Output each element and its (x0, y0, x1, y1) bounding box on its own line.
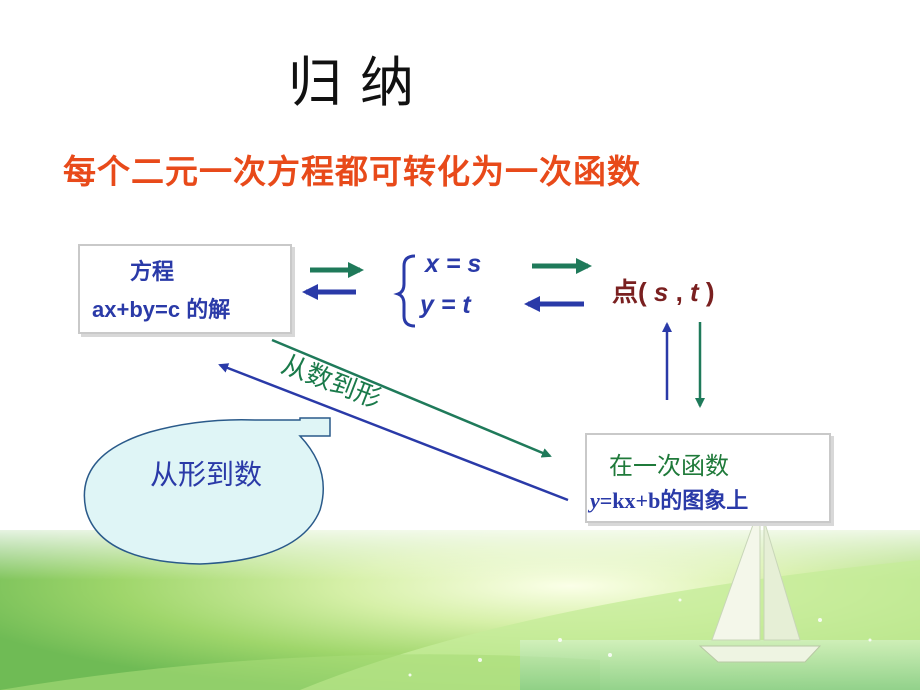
system-x-line: x = s (425, 250, 482, 278)
point-t: t (682, 277, 699, 307)
function-box (585, 433, 831, 523)
system-y-line: y = t (420, 291, 471, 319)
system-brace (393, 254, 416, 328)
point-prefix: 点( (612, 277, 647, 307)
function-box-line1: 在一次函数 (609, 453, 729, 480)
point-comma: , (668, 277, 683, 307)
arrow-shape-to-number (218, 363, 569, 502)
equation-box-line1: 方程 (130, 259, 175, 284)
arrow-number-to-shape (271, 338, 552, 458)
page-title: 归纳 (288, 51, 432, 114)
point-label: 点( s , t ) (612, 272, 715, 309)
function-box-line2-rest: =kx+b的图象上 (599, 488, 749, 513)
function-box-y-var: y (590, 488, 600, 513)
subtitle: 每个二元一次方程都可转化为一次函数 (63, 152, 641, 191)
equation-box (78, 244, 292, 334)
shape-to-number-label: 从形到数 (150, 458, 263, 491)
function-box-line2: y=kx+b的图象上 (590, 483, 748, 515)
point-suffix: ) (698, 277, 715, 307)
point-s: s (646, 277, 669, 307)
equation-box-line2: ax+by=c 的解 (92, 297, 231, 322)
sailboat-image (698, 504, 822, 663)
callout-bubble (83, 417, 331, 565)
